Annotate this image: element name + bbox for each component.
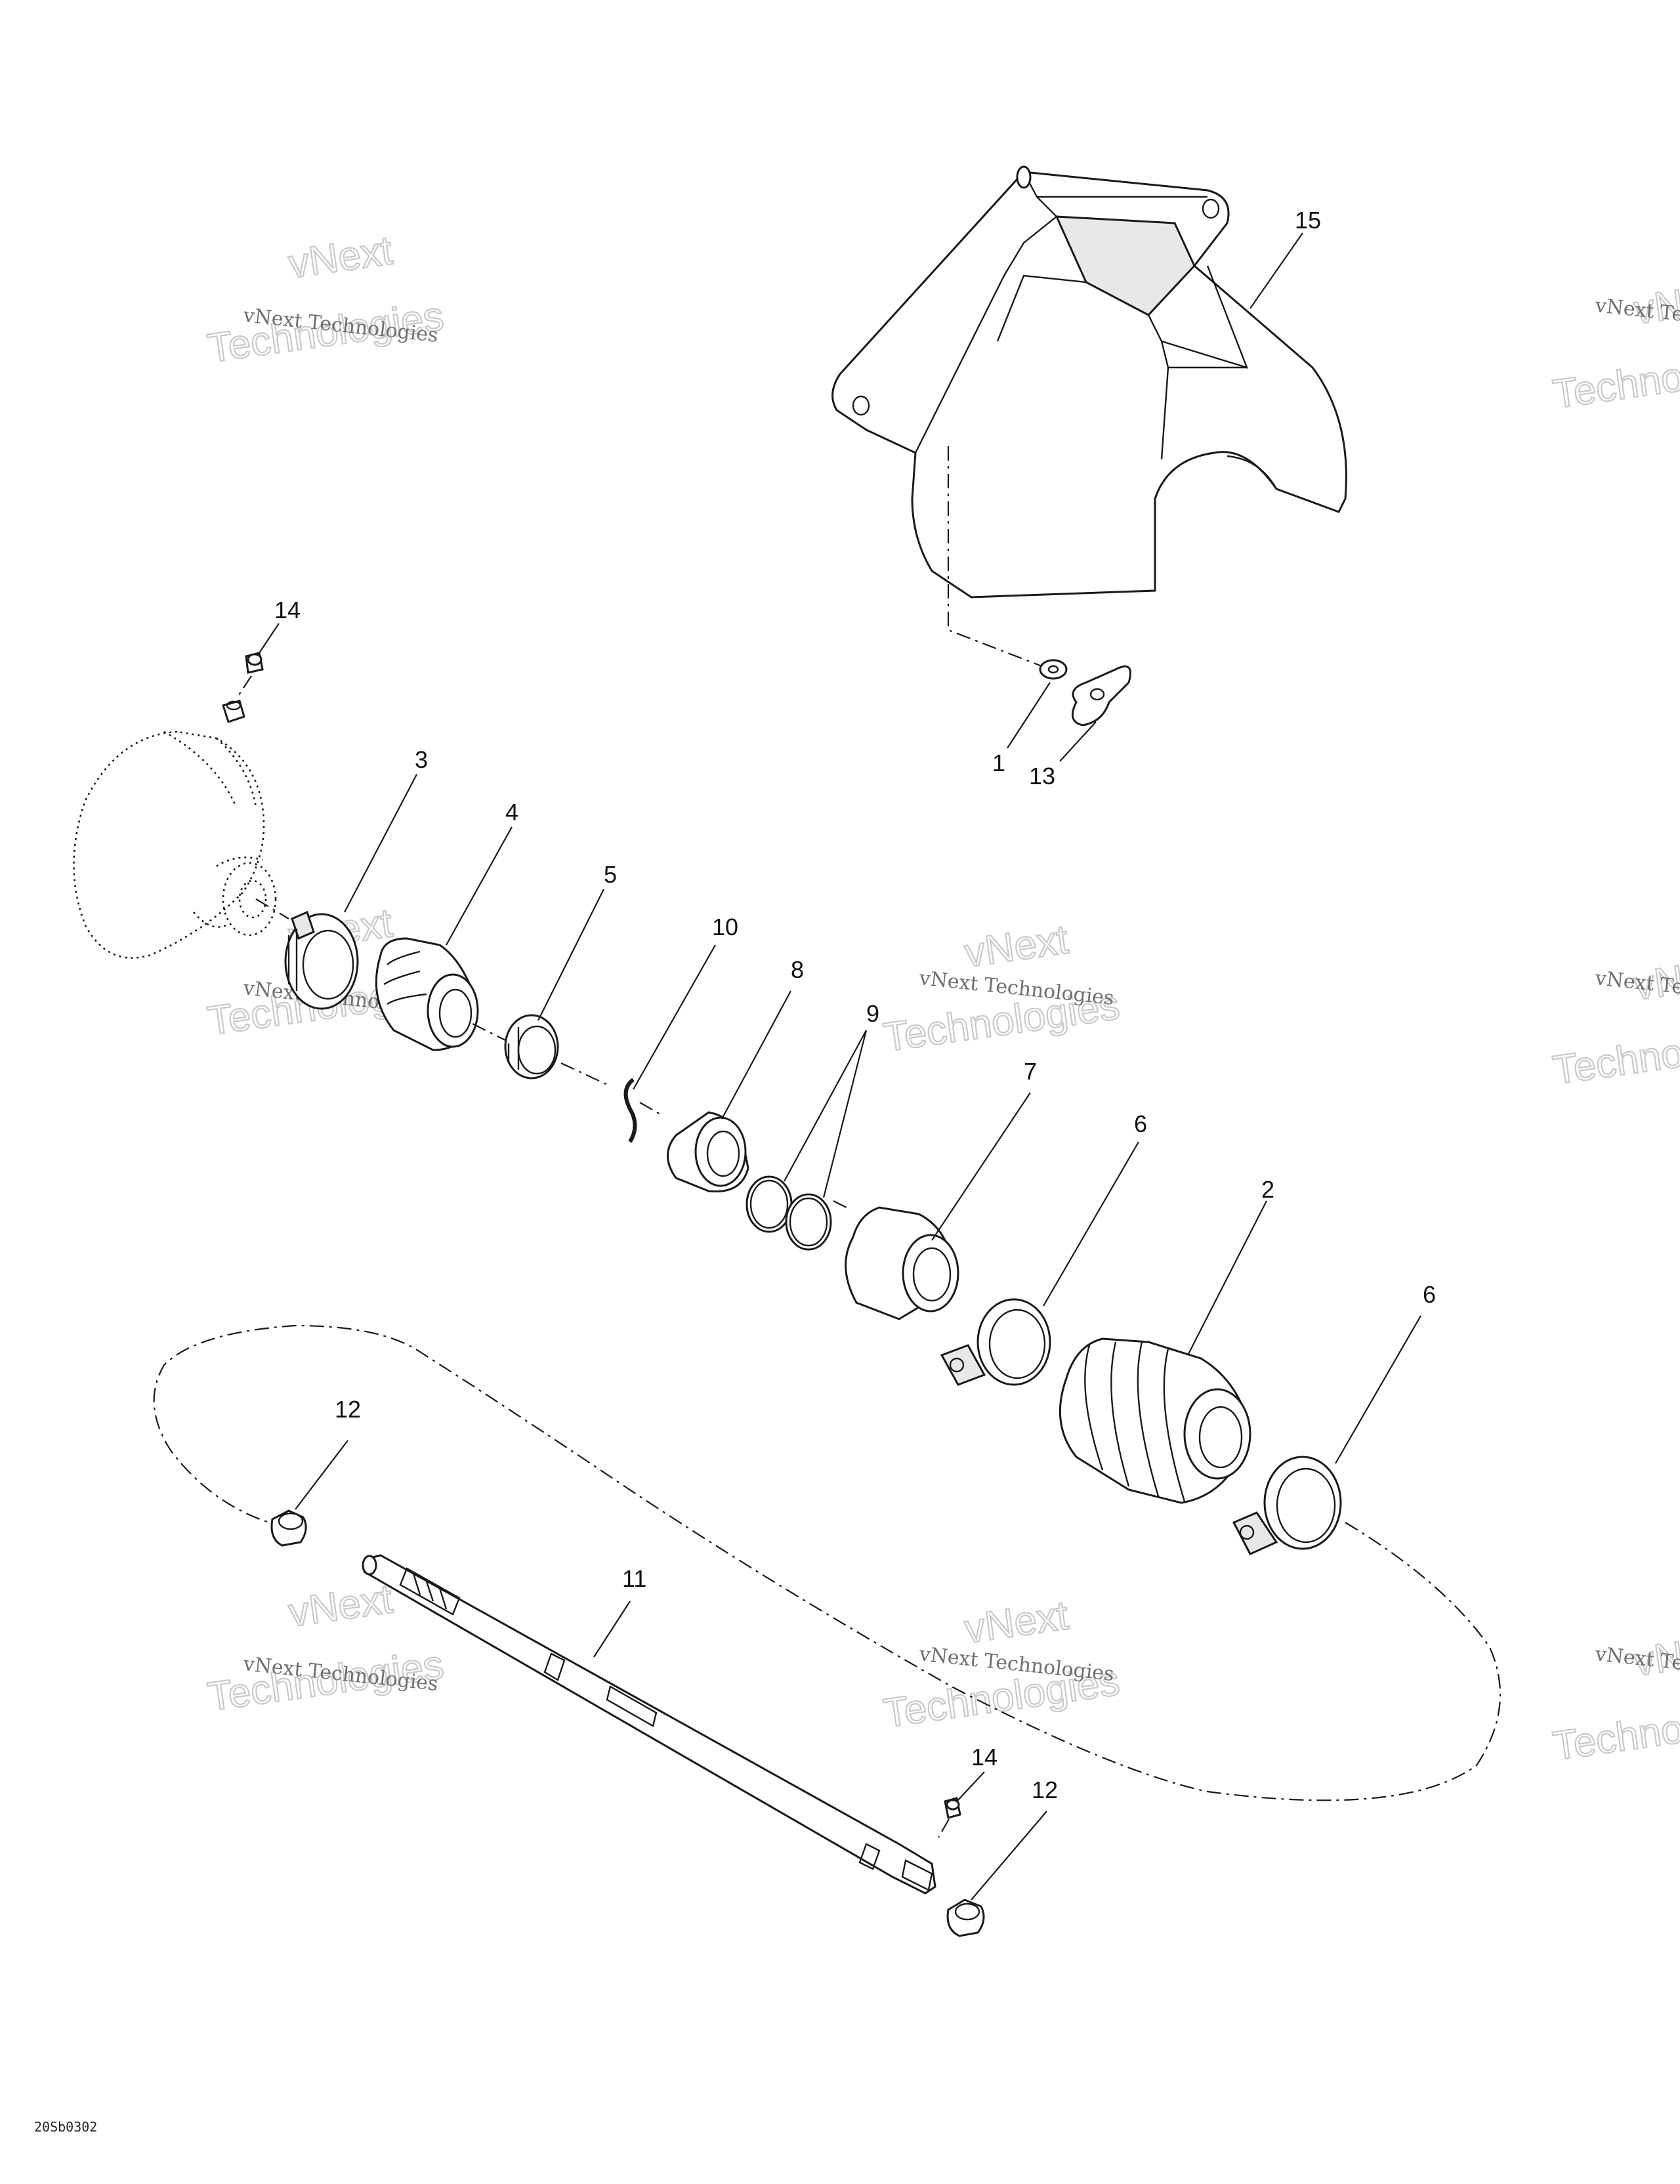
leader-2 (1187, 1200, 1267, 1356)
assembly-line-14-top (236, 675, 252, 700)
callout-2: 2 (1261, 1176, 1274, 1203)
callout-15: 15 (1295, 207, 1321, 234)
callout-14-top: 14 (274, 597, 301, 623)
watermark-technologies: Technologies (1550, 339, 1680, 417)
watermark-vnext: vNext (286, 1576, 396, 1635)
watermark-technologies: Technologies (1550, 1691, 1680, 1769)
part-1-washer (1039, 659, 1068, 680)
leader-6-upper (1043, 1141, 1139, 1307)
part-2-bellows (1059, 1337, 1251, 1504)
leader-15 (1250, 232, 1303, 309)
callout-14-bottom: 14 (971, 1744, 998, 1771)
callout-7: 7 (1024, 1058, 1037, 1085)
part-12-bushing-left (270, 1509, 307, 1547)
leader-9b (822, 1030, 868, 1198)
part-10-circlip (623, 1078, 637, 1143)
leader-9a (784, 1030, 867, 1182)
leader-10 (633, 944, 716, 1090)
callout-12-left: 12 (335, 1396, 361, 1423)
callout-6-lower: 6 (1423, 1281, 1436, 1308)
leader-8 (721, 990, 791, 1120)
part-8-seal (667, 1111, 749, 1193)
leader-5 (537, 889, 604, 1021)
part-14-nut-top (222, 700, 245, 723)
part-6-hose-clamp-upper (940, 1298, 1051, 1386)
watermark-vnext: vNext (962, 1593, 1072, 1652)
callout-10: 10 (712, 914, 738, 940)
part-6-hose-clamp-lower (1232, 1456, 1342, 1555)
assembly-loop (153, 1324, 1502, 1801)
watermark-mid-right: vNext Technologies (1549, 949, 1680, 1094)
reference-housing-dotted (73, 730, 277, 959)
leader-13 (1059, 721, 1097, 762)
assembly-line-cover (947, 446, 1047, 669)
part-12-bushing-right (946, 1899, 985, 1937)
leader-14-bottom (956, 1771, 985, 1802)
callout-13: 13 (1029, 763, 1055, 789)
leader-6-lower (1335, 1315, 1421, 1464)
leader-3 (344, 774, 417, 913)
callout-8: 8 (791, 956, 804, 983)
part-15-cover (831, 165, 1347, 598)
callout-labels: 15 14 3 4 5 10 8 9 7 6 2 6 12 11 14 12 1… (274, 207, 1436, 1803)
part-3-clamp (284, 910, 359, 1010)
part-9-o-ring-a-inner (749, 1179, 789, 1229)
part-9-o-ring-a (746, 1175, 793, 1233)
callout-3: 3 (415, 746, 428, 773)
part-11-drive-shaft (362, 1554, 936, 1895)
part-9-o-ring-b-inner (789, 1197, 828, 1247)
watermark-top-right: vNext Technologies (1549, 273, 1680, 418)
callout-5: 5 (604, 861, 617, 888)
leader-4 (446, 826, 513, 946)
leader-lines (259, 232, 1421, 1900)
watermark-bottom-right: vNext Technologies (1549, 1625, 1680, 1770)
callout-12-right: 12 (1032, 1776, 1058, 1803)
watermark-vnext: vNext (962, 917, 1072, 976)
leader-1 (1007, 682, 1051, 749)
drawing-code: 20Sb0302 (34, 2119, 97, 2135)
part-14-grease-fitting-top (245, 652, 264, 674)
part-9-o-ring-b (785, 1193, 832, 1251)
part-7-bearing (845, 1206, 959, 1320)
watermark-technologies: Technologies (1550, 1015, 1680, 1093)
assembly-axis-main (255, 898, 847, 1208)
part-13-wing-nut (1071, 665, 1131, 726)
callout-6-upper: 6 (1134, 1110, 1147, 1137)
part-4-adapter (375, 937, 479, 1051)
leader-11 (593, 1601, 631, 1658)
callout-9: 9 (866, 1000, 879, 1027)
callout-4: 4 (505, 799, 518, 826)
part-5-ring (504, 1014, 559, 1080)
watermark-top-left: vNext Technologies (204, 227, 447, 372)
watermark-vnext: vNext (286, 228, 396, 287)
part-14-grease-fitting-bottom (944, 1797, 961, 1819)
assembly-line-14-bottom (938, 1818, 950, 1838)
leader-14-top (259, 623, 280, 654)
callout-11: 11 (622, 1565, 646, 1592)
leader-12-right (971, 1811, 1047, 1900)
leader-7 (931, 1092, 1031, 1241)
leader-12-left (295, 1440, 348, 1510)
callout-1: 1 (992, 749, 1005, 776)
